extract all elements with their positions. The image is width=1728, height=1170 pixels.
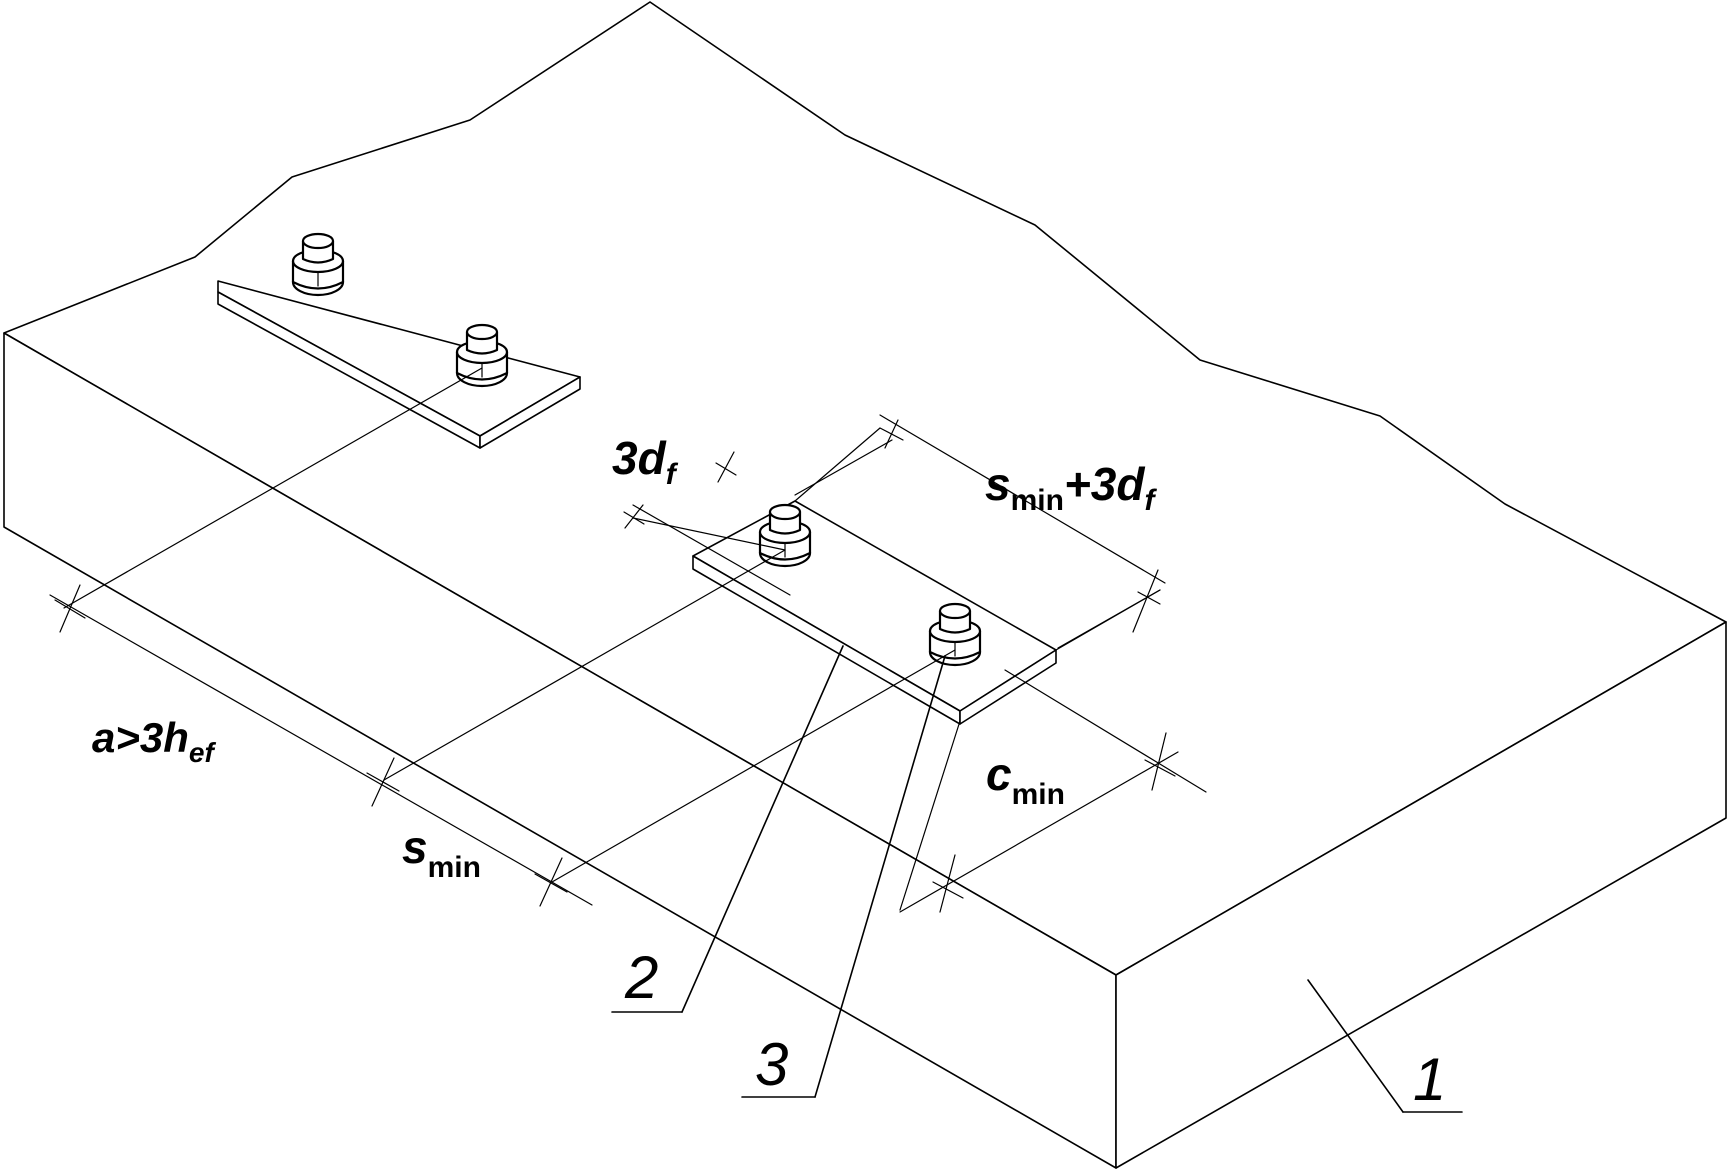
dimension-labels: 3df smin+3df a>3hef smin cmin (92, 432, 1157, 884)
anchor-nut (291, 232, 345, 297)
anchor-nut (455, 323, 509, 388)
callout-concrete: 1 (1413, 1046, 1446, 1113)
label-min-edge: cmin (986, 748, 1065, 811)
right-fixture (692, 500, 1057, 725)
anchor-nut (928, 602, 982, 667)
concrete-side-face (1115, 621, 1727, 1169)
callout-numbers: 2 3 1 (624, 944, 1446, 1113)
concrete-block (3, 1, 1727, 1169)
label-plate-length: smin+3df (985, 458, 1157, 517)
left-plate-side (479, 376, 581, 449)
label-bolt-edge: 3df (612, 432, 679, 491)
dimension-lines (49, 414, 1179, 913)
callout-plate: 2 (624, 944, 658, 1011)
left-fixture (217, 232, 581, 449)
right-plate-side (959, 649, 1057, 725)
callout-anchor: 3 (755, 1031, 788, 1098)
label-min-spacing: smin (402, 821, 481, 884)
anchor-nut (758, 503, 812, 568)
callout-leaders (611, 645, 1463, 1113)
extension-lines (63, 367, 1207, 911)
label-group-spacing: a>3hef (92, 714, 216, 768)
